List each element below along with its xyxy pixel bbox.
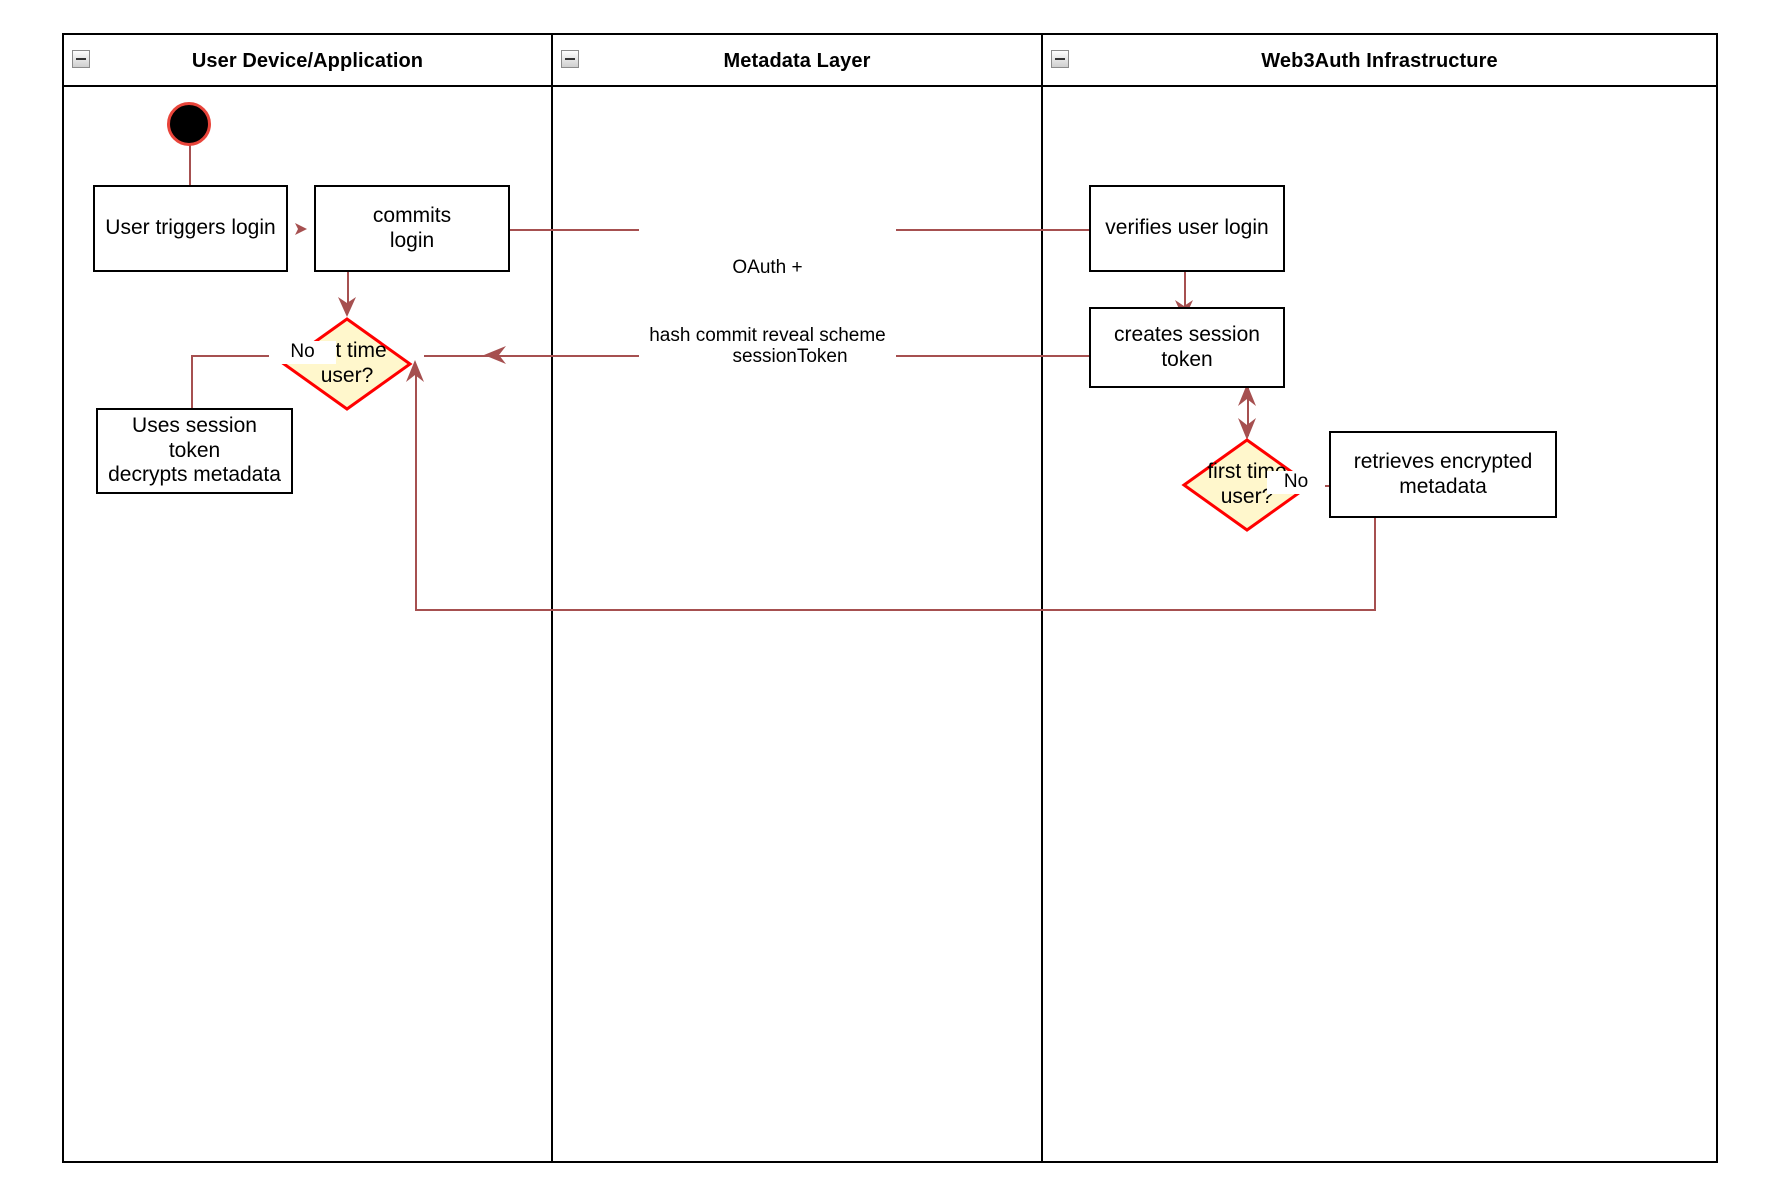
edge-return-left [415,609,1376,611]
activity-verifies-user-login[interactable]: verifies user login [1089,185,1285,272]
swimlane-pool: User Device/Application Metadata Layer W… [62,33,1718,1163]
edge-sessiontoken-seg1 [424,355,714,357]
edge-commits-to-verify-seg2 [884,229,1089,231]
edge-label-oauth-line-1: OAuth + [732,256,803,278]
edge-return-up [415,365,417,611]
node-label-line-2: metadata [1399,474,1487,498]
node-label-line-1: Uses session [132,413,257,437]
lane-header-user-device: User Device/Application [64,35,551,87]
collapse-minus-icon[interactable] [72,50,90,68]
edge-verify-to-creates-stem [1184,272,1186,316]
edge-label-session-token: sessionToken [714,346,866,369]
node-label-line-1: creates session [1114,322,1260,346]
edge-no-left-seg1 [191,355,269,357]
activity-creates-session-token[interactable]: creates session token [1089,307,1285,388]
lane-separator-2 [1041,35,1043,1161]
lane-separator-1 [551,35,553,1161]
node-label: User triggers login [105,216,276,240]
arrowhead-to-commits [295,223,307,235]
edge-label-no-right: No [1267,471,1325,494]
node-label-line-2: token [168,438,221,462]
edge-commits-to-verify-seg1 [449,229,639,231]
node-label: verifies user login [1105,216,1269,240]
edge-creates-diamond-stem [1247,388,1249,436]
node-label-line-1: commits [372,203,452,227]
edge-no-left-down [191,355,193,408]
lane-title-user-device: User Device/Application [191,50,424,72]
arrowheads-layer [295,223,1256,440]
node-label-line-2: login [389,228,435,252]
edge-commits-to-diamond-stem [347,272,349,312]
activity-uses-session-token[interactable]: Uses session token decrypts metadata [96,408,293,494]
start-node[interactable] [167,102,211,146]
edge-start-to-user-triggers [189,145,191,187]
collapse-minus-icon[interactable] [1051,50,1069,68]
edge-sessiontoken-seg2 [854,355,1089,357]
collapse-minus-icon[interactable] [561,50,579,68]
node-label-line-3: decrypts metadata [108,463,281,487]
activity-user-triggers-login[interactable]: User triggers login [93,185,288,272]
edge-label-oauth-line-2: hash commit reveal scheme [649,324,886,346]
lane-title-metadata: Metadata Layer [723,50,871,72]
edge-label-no-left: No [269,341,336,364]
decision-first-time-user-left[interactable]: first time user? [281,317,413,411]
node-label-line-2: token [1161,347,1213,371]
activity-commits-login[interactable]: commits login [314,185,510,272]
lane-title-web3auth: Web3Auth Infrastructure [1261,50,1498,72]
activity-retrieves-encrypted-metadata[interactable]: retrieves encrypted metadata [1329,431,1557,518]
edge-return-down [1374,518,1376,611]
lane-header-metadata: Metadata Layer [553,35,1041,87]
lane-header-web3auth: Web3Auth Infrastructure [1043,35,1716,87]
node-label-line-1: retrieves encrypted [1353,449,1533,473]
